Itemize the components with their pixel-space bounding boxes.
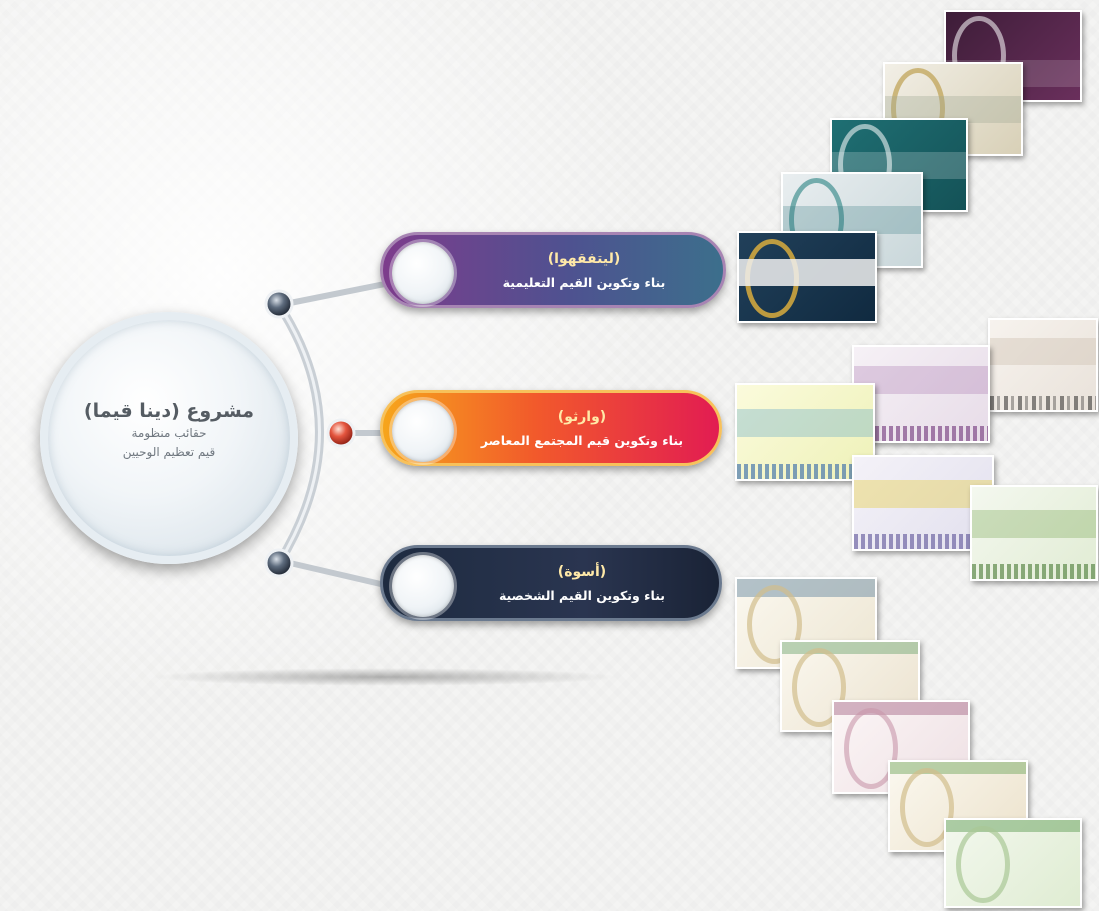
connector-knob-2 [326,418,356,448]
branch-3-subtitle: (أسوة) [557,564,607,580]
connector-knob-1 [264,289,294,319]
branch-3-title: بناء وتكوين القيم الشخصية [498,588,666,603]
floor-shadow [150,668,620,686]
central-subtitle-2: قيم تعظيم الوحيين [122,445,216,459]
branch-2-bubble [392,400,454,462]
branch-3-bubble [392,555,454,617]
central-node: مشروع (دينا قيما) حقائب منظومة قيم تعظيم… [40,312,298,564]
branch-2: (وارثو) بناء وتكوين قيم المجتمع المعاصر [380,390,722,466]
branch-3: (أسوة) بناء وتكوين القيم الشخصية [380,545,722,621]
branch-2-thumbnail [988,318,1098,412]
central-title: مشروع (دينا قيما) [83,400,255,422]
branch-1-thumbnail [737,231,877,323]
branch-2-subtitle: (وارثو) [557,409,607,425]
branch-1: (ليتفقهوا) بناء وتكوين القيم التعليمية [380,232,726,308]
branch-2-thumbnail [970,485,1098,581]
branch-2-title: بناء وتكوين قيم المجتمع المعاصر [480,433,684,448]
connector-line-1 [287,281,388,306]
central-subtitle-1: حقائب منظومة [131,426,207,440]
branch-1-subtitle: (ليتفقهوا) [547,251,621,267]
connector-knob-3 [264,548,294,578]
connector-line-3 [287,560,388,588]
branch-1-title: بناء وتكوين القيم التعليمية [502,275,666,290]
branch-2-thumbnail [852,345,990,443]
branch-3-thumbnail [944,818,1082,908]
branch-2-thumbnail [735,383,875,481]
branch-1-bubble [392,242,454,304]
